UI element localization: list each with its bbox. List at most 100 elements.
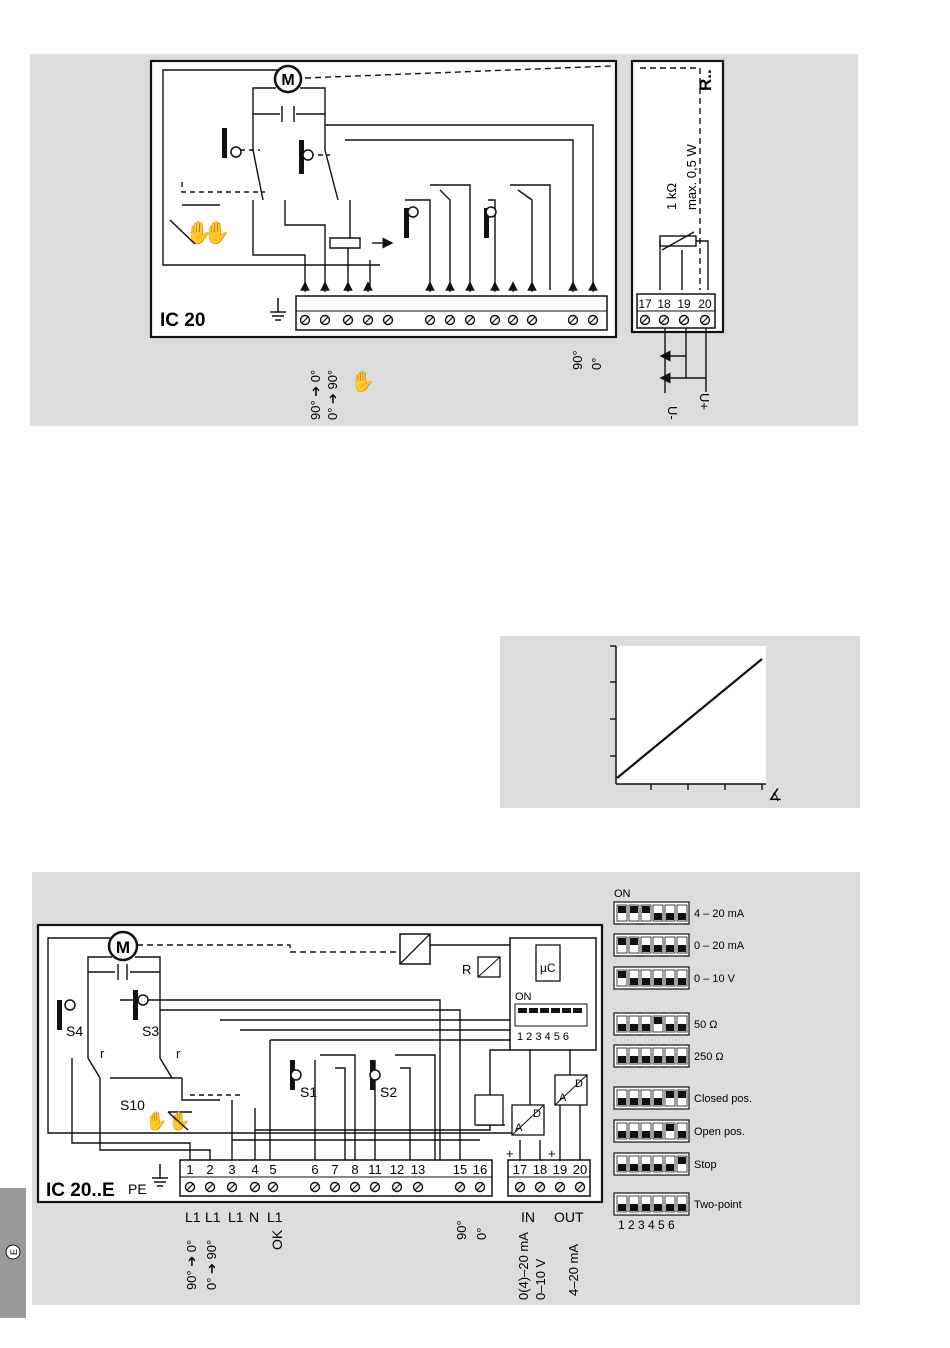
- svg-text:A: A: [559, 1092, 567, 1104]
- terminal-screw-icon: [226, 1181, 238, 1193]
- terminal-screw-icon: [507, 314, 519, 326]
- terminal-label-n: N: [249, 1209, 259, 1225]
- in-label: IN: [521, 1209, 535, 1225]
- terminal-screw-icon: [204, 1181, 216, 1193]
- plus-out-label: +: [548, 1146, 556, 1161]
- pot-resistance: 1 kΩ: [664, 183, 679, 210]
- switch-s1-label: S1: [300, 1084, 317, 1100]
- r-label-left: r: [100, 1046, 105, 1061]
- svg-text:M: M: [281, 72, 294, 89]
- pot-power: max. 0,5 W: [684, 144, 699, 210]
- terminal-number: 3: [228, 1162, 235, 1177]
- dip-setting-row: 250 Ω: [613, 1044, 724, 1068]
- top-diagram: M: [30, 54, 858, 426]
- label-90-to-0: 90° ➔ 0°: [308, 370, 323, 420]
- terminal-number: 8: [351, 1162, 358, 1177]
- device-title: IC 20..E: [46, 1180, 115, 1201]
- terminal-number: 17: [513, 1162, 527, 1177]
- dip-setting-row: Open pos.: [613, 1119, 745, 1143]
- dip-setting-row: 50 Ω: [613, 1012, 718, 1036]
- terminal-screw-icon: [678, 314, 690, 326]
- pot-box-label: R..: [696, 69, 715, 91]
- label-0-to-90: 0° ➔ 90°: [325, 370, 340, 420]
- axis-ticks: [610, 645, 763, 790]
- switch-s3-label: S3: [142, 1023, 159, 1039]
- terminal-screw-icon: [489, 314, 501, 326]
- terminal-label-l1-d: L1: [267, 1209, 283, 1225]
- terminal-screw-icon: [424, 314, 436, 326]
- settings-on-label: ON: [614, 888, 631, 900]
- terminal-number: 18: [533, 1162, 547, 1177]
- terminal-screw-icon: [514, 1181, 526, 1193]
- settings-numbers: 1 2 3 4 5 6: [618, 1218, 675, 1232]
- svg-text:✋: ✋: [203, 220, 230, 245]
- svg-text:E: E: [9, 1249, 19, 1255]
- bottom-diagram: M: [32, 872, 860, 1305]
- terminal-screw-icon: [639, 314, 651, 326]
- microcontroller-label: µC: [540, 961, 556, 975]
- terminal-number: 12: [390, 1162, 404, 1177]
- ground-icon: [152, 1164, 168, 1187]
- terminal-number: 20: [573, 1162, 587, 1177]
- dip-setting-label: 0 – 20 mA: [694, 940, 745, 952]
- dip-setting-label: Two-point: [694, 1199, 742, 1211]
- terminal-label-l1-c: L1: [228, 1209, 244, 1225]
- terminal-screw-icon: [267, 1181, 279, 1193]
- relay-label: R: [462, 962, 471, 977]
- terminal-screw-icon: [554, 1181, 566, 1193]
- out-range: 4–20 mA: [566, 1244, 581, 1296]
- terminal-screw-icon: [309, 1181, 321, 1193]
- terminal-screw-icon: [454, 1181, 466, 1193]
- dip-setting-label: 4 – 20 mA: [694, 908, 745, 920]
- terminal-number: 19: [553, 1162, 567, 1177]
- limit-switch-icon: [57, 990, 381, 1090]
- language-tab: E: [0, 1188, 26, 1318]
- motor-icon: M: [107, 930, 139, 962]
- label-0-to-90: 0° ➔ 90°: [204, 1240, 219, 1290]
- terminal-screw-icon: [474, 1181, 486, 1193]
- dip-setting-label: 0 – 10 V: [694, 973, 736, 985]
- page-title: IC 20: [160, 310, 205, 331]
- terminal-screw-icon: [299, 314, 311, 326]
- terminal-screw-icon: [369, 1181, 381, 1193]
- terminal-screw-icon: [574, 1181, 586, 1193]
- terminal-screw-icon: [587, 314, 599, 326]
- label-0: 0°: [589, 358, 604, 370]
- converter-ad: A D: [511, 1104, 545, 1136]
- terminal-screw-icon: [567, 314, 579, 326]
- svg-text:✋: ✋: [185, 220, 212, 245]
- terminal-screw-icon: [184, 1181, 196, 1193]
- ground-icon: [270, 298, 286, 321]
- pot-terminal-number: 18: [657, 297, 671, 311]
- label-0: 0°: [474, 1228, 489, 1240]
- characteristic-chart: ∡: [500, 636, 860, 808]
- dip-setting-row: 0 – 20 mA: [613, 933, 745, 957]
- u-minus-label: U-: [665, 406, 680, 420]
- terminal-screw-icon: [412, 1181, 424, 1193]
- terminal-label-l1-b: L1: [205, 1209, 221, 1225]
- manual-mode-icon: ✋: [145, 1110, 167, 1131]
- terminal-number: 16: [473, 1162, 487, 1177]
- characteristic-line: [616, 658, 763, 779]
- svg-text:A: A: [515, 1122, 523, 1134]
- dip-setting-label: Stop: [694, 1159, 717, 1171]
- terminal-screw-icon: [342, 314, 354, 326]
- plus-in-label: +: [506, 1146, 514, 1161]
- terminal-strip: [299, 281, 599, 326]
- pot-terminal-number: 20: [698, 297, 712, 311]
- terminal-number: 2: [206, 1162, 213, 1177]
- terminal-screw-icon: [362, 314, 374, 326]
- terminal-screw-icon: [464, 314, 476, 326]
- label-90: 90°: [454, 1220, 469, 1240]
- dip-setting-row: 0 – 10 V: [613, 966, 736, 990]
- terminal-screw-icon: [526, 314, 538, 326]
- terminal-number: 6: [311, 1162, 318, 1177]
- terminal-number: 13: [411, 1162, 425, 1177]
- svg-text:D: D: [533, 1108, 541, 1120]
- dip-setting-label: Open pos.: [694, 1126, 745, 1138]
- out-label: OUT: [554, 1209, 584, 1225]
- pot-terminal-number: 19: [677, 297, 691, 311]
